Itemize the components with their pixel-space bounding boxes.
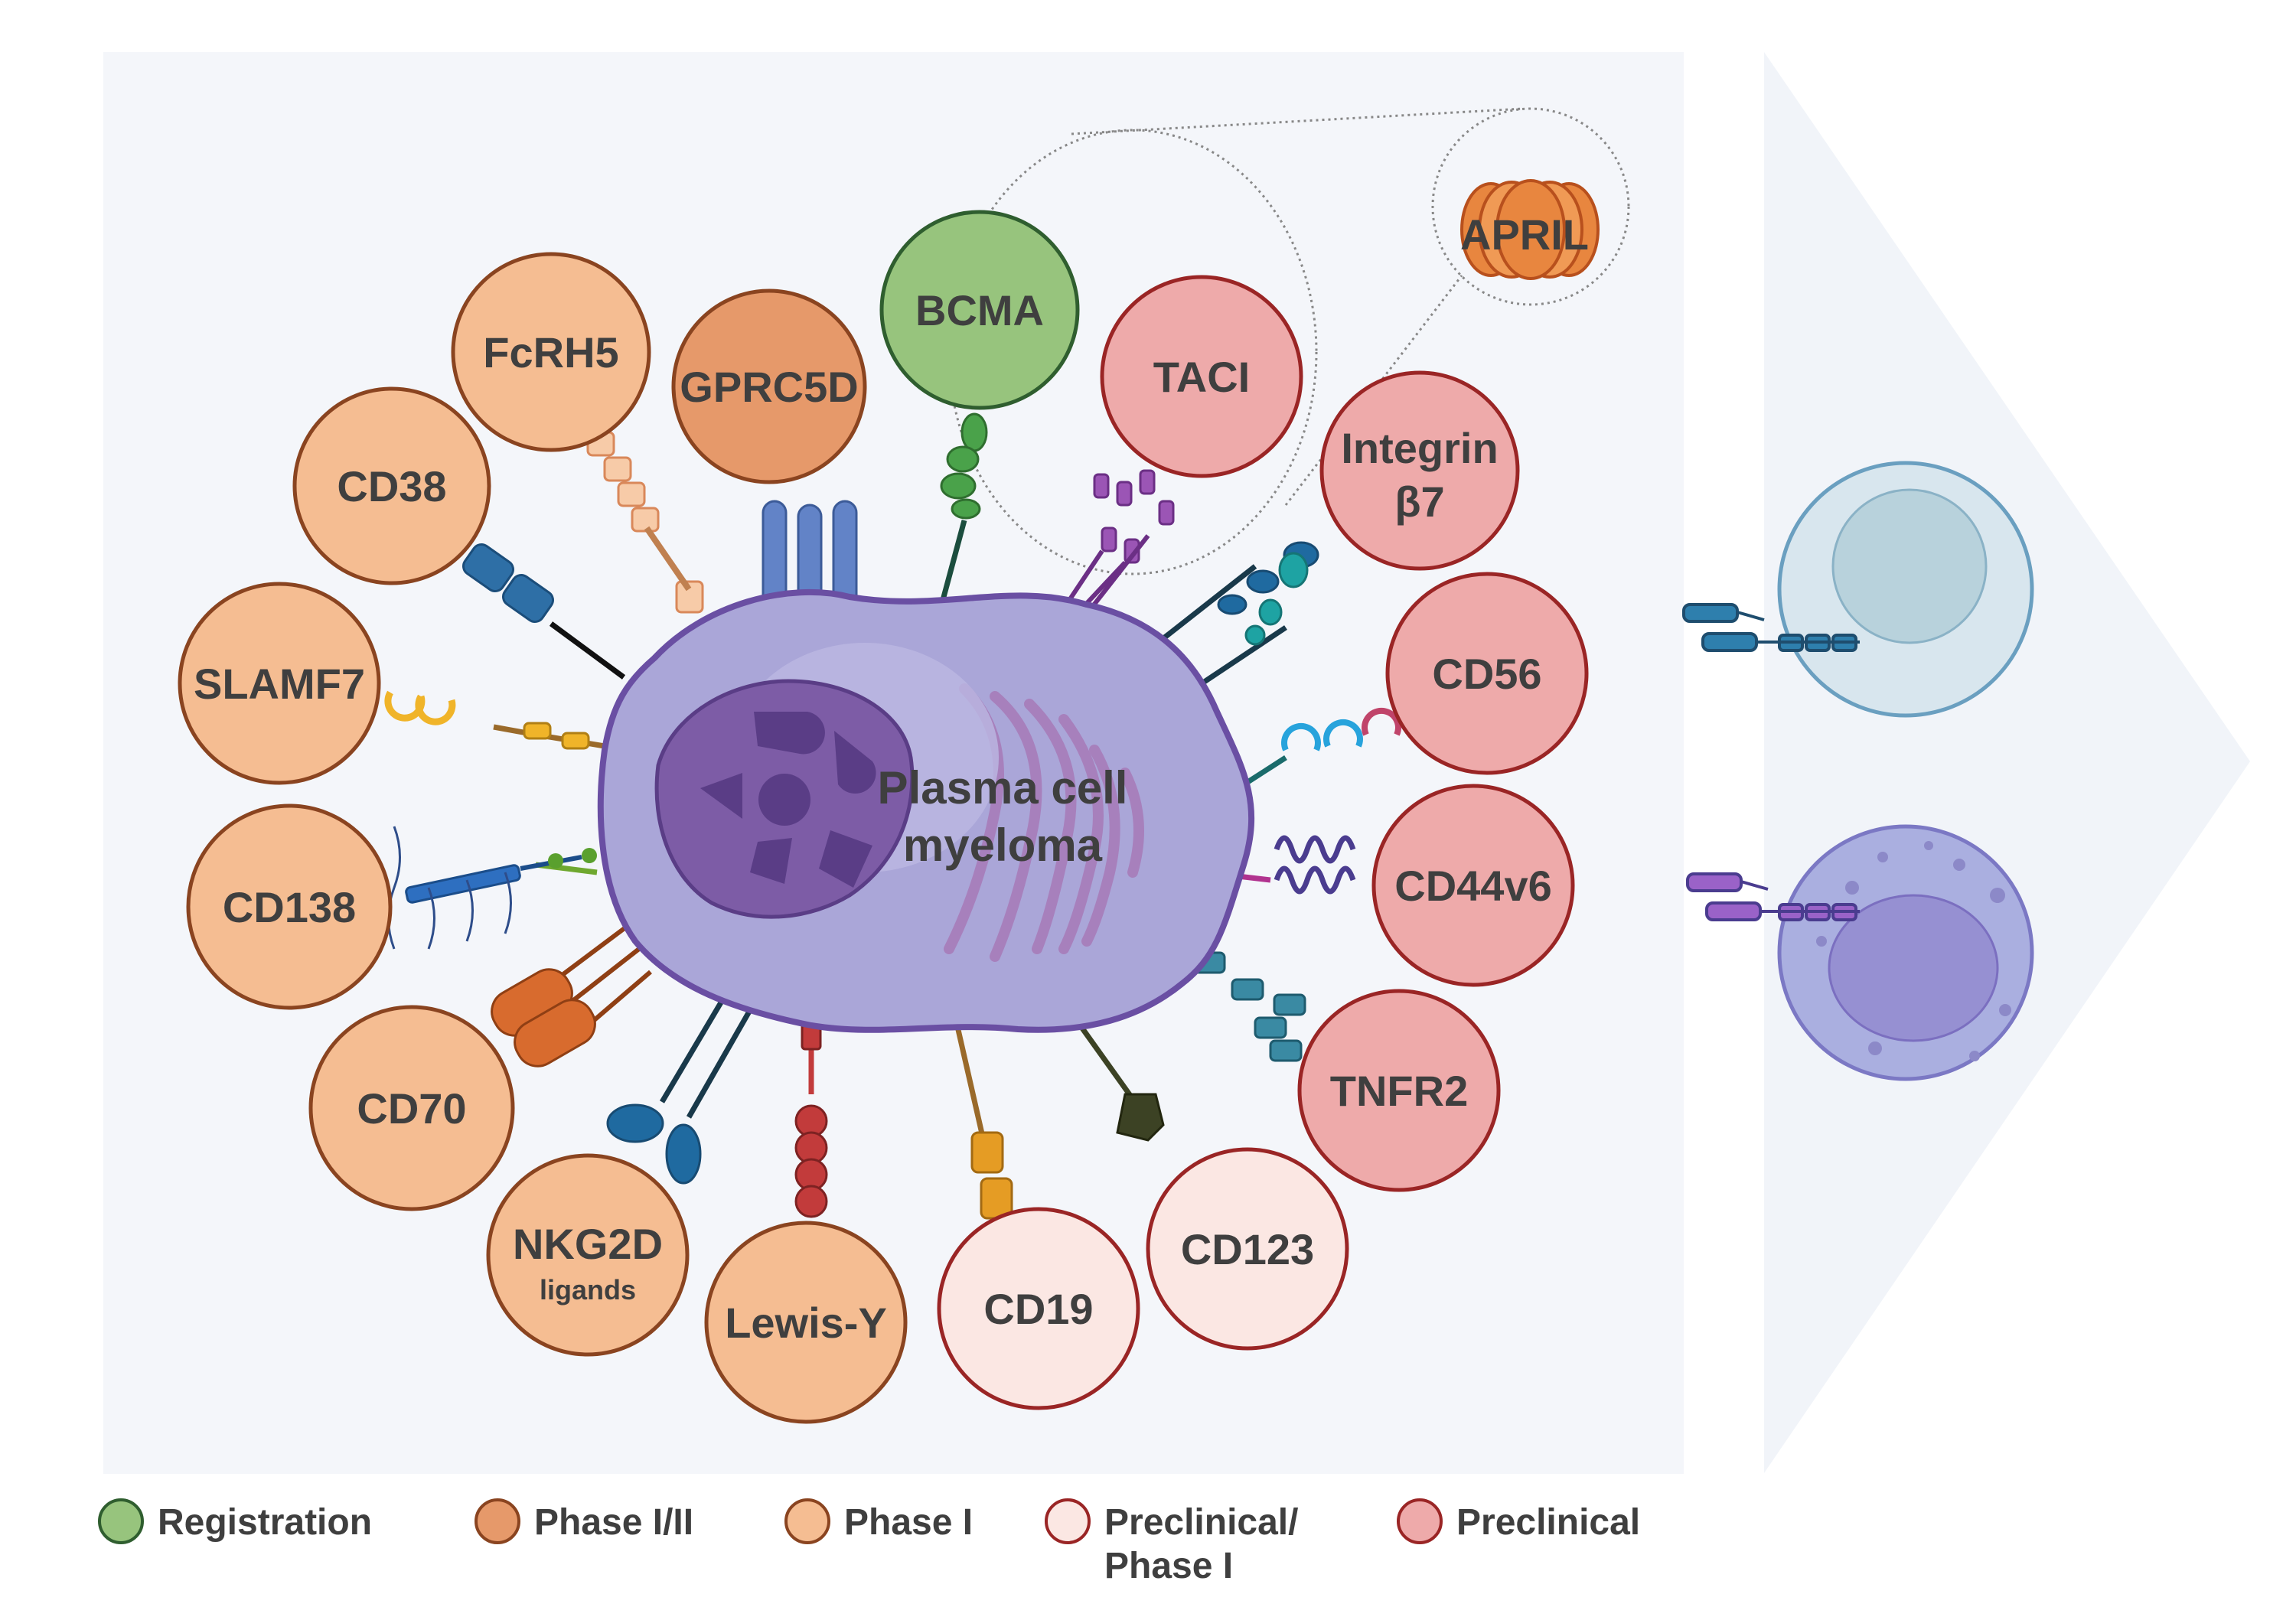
target-label-tnfr2: TNFR2 [1330, 1067, 1468, 1115]
legend-swatch [1397, 1498, 1443, 1544]
target-lewisy: Lewis-Y [704, 1221, 908, 1424]
target-circle-taci [1100, 275, 1303, 478]
car-receptor-purple [1686, 872, 1860, 921]
target-circle-nkg2d [486, 1153, 690, 1357]
legend-label: Registration [158, 1502, 372, 1543]
car-receptor-blue [1682, 603, 1860, 652]
target-cd123: CD123 [1146, 1147, 1349, 1351]
target-fcrh5: FcRH5 [451, 252, 651, 452]
legend-swatch [98, 1498, 144, 1544]
target-label-cd19: CD19 [983, 1285, 1093, 1333]
legend-label-line-2: Phase I [1104, 1546, 1233, 1586]
target-circle-integrin [1319, 370, 1520, 571]
target-integrin: Integrin β7 [1319, 370, 1520, 571]
target-cd19: CD19 [937, 1207, 1140, 1410]
target-circle-cd19 [937, 1207, 1140, 1410]
legend-item-registration: Registration [98, 1498, 372, 1544]
target-label-cd70: CD70 [357, 1084, 466, 1133]
target-label-cd123: CD123 [1181, 1225, 1314, 1273]
target-nkg2d: NKG2D ligands [486, 1153, 690, 1357]
target-label-taci: TACI [1153, 353, 1251, 401]
chromatin [700, 712, 876, 888]
target-circle-tnfr2 [1297, 989, 1501, 1192]
target-tnfr2: TNFR2 [1297, 989, 1501, 1192]
legend-item-preclinical_phase_1: Preclinical/Phase I [1045, 1498, 1298, 1586]
nk-cell [1686, 824, 2034, 1081]
target-circle-slamf7 [178, 582, 381, 785]
target-circle-fcrh5 [451, 252, 651, 452]
legend-item-phase_1: Phase I [784, 1498, 973, 1544]
target-label-slamf7: SLAMF7 [194, 660, 365, 708]
legend-label: Phase I [844, 1502, 973, 1543]
target-circle-cd123 [1146, 1147, 1349, 1351]
target-circle-gprc5d [671, 288, 867, 484]
target-cd138: CD138 [186, 804, 393, 1010]
target-sublabel-integrin: β7 [1394, 478, 1444, 526]
target-circles: FcRH5GPRC5DBCMATACIIntegrinβ7CD38SLAMF7C… [178, 210, 1589, 1424]
legend-label: Phase I/II [534, 1502, 693, 1543]
target-taci: TACI [1100, 275, 1303, 478]
legend-item-phase_1_2: Phase I/II [475, 1498, 693, 1544]
target-label-cd138: CD138 [223, 883, 356, 931]
legend-swatch [1045, 1498, 1091, 1544]
target-label-cd56: CD56 [1432, 650, 1541, 698]
target-label-gprc5d: GPRC5D [680, 363, 858, 411]
target-label-cd38: CD38 [337, 462, 446, 510]
legend-swatch [475, 1498, 520, 1544]
target-sublabel-nkg2d: ligands [540, 1274, 636, 1305]
target-label-nkg2d: NKG2D [513, 1220, 663, 1268]
target-cd38: CD38 [292, 386, 491, 585]
target-label-cd44v6: CD44v6 [1394, 862, 1551, 910]
target-cd44v6: CD44v6 [1371, 784, 1575, 987]
target-bcma: BCMA [879, 210, 1080, 410]
april-label: APRIL [1460, 210, 1589, 259]
legend-label: Preclinical [1456, 1502, 1640, 1543]
legend-swatch [784, 1498, 830, 1544]
target-cd70: CD70 [308, 1005, 515, 1211]
legend-item-preclinical: Preclinical [1397, 1498, 1640, 1544]
target-label-bcma: BCMA [915, 286, 1044, 334]
cell-label-line-1: Plasma cell [878, 762, 1128, 813]
legend-label: Preclinical/ [1104, 1502, 1298, 1543]
target-circle-lewisy [704, 1221, 908, 1424]
t-cell [1682, 461, 2034, 718]
april-icon [1460, 179, 1600, 280]
target-circle-cd56 [1385, 572, 1589, 775]
target-cd56: CD56 [1385, 572, 1589, 775]
target-circle-cd138 [186, 804, 393, 1010]
chevron-arrow [1764, 52, 2250, 1473]
target-circle-bcma [879, 210, 1080, 410]
target-circle-cd38 [292, 386, 491, 585]
target-circle-cd44v6 [1371, 784, 1575, 987]
target-label-fcrh5: FcRH5 [483, 328, 618, 376]
target-label-lewisy: Lewis-Y [725, 1299, 887, 1347]
target-slamf7: SLAMF7 [178, 582, 381, 785]
target-label-integrin: Integrin [1341, 424, 1498, 472]
cell-label-line-2: myeloma [903, 820, 1103, 871]
target-gprc5d: GPRC5D [671, 288, 867, 484]
target-circle-cd70 [308, 1005, 515, 1211]
